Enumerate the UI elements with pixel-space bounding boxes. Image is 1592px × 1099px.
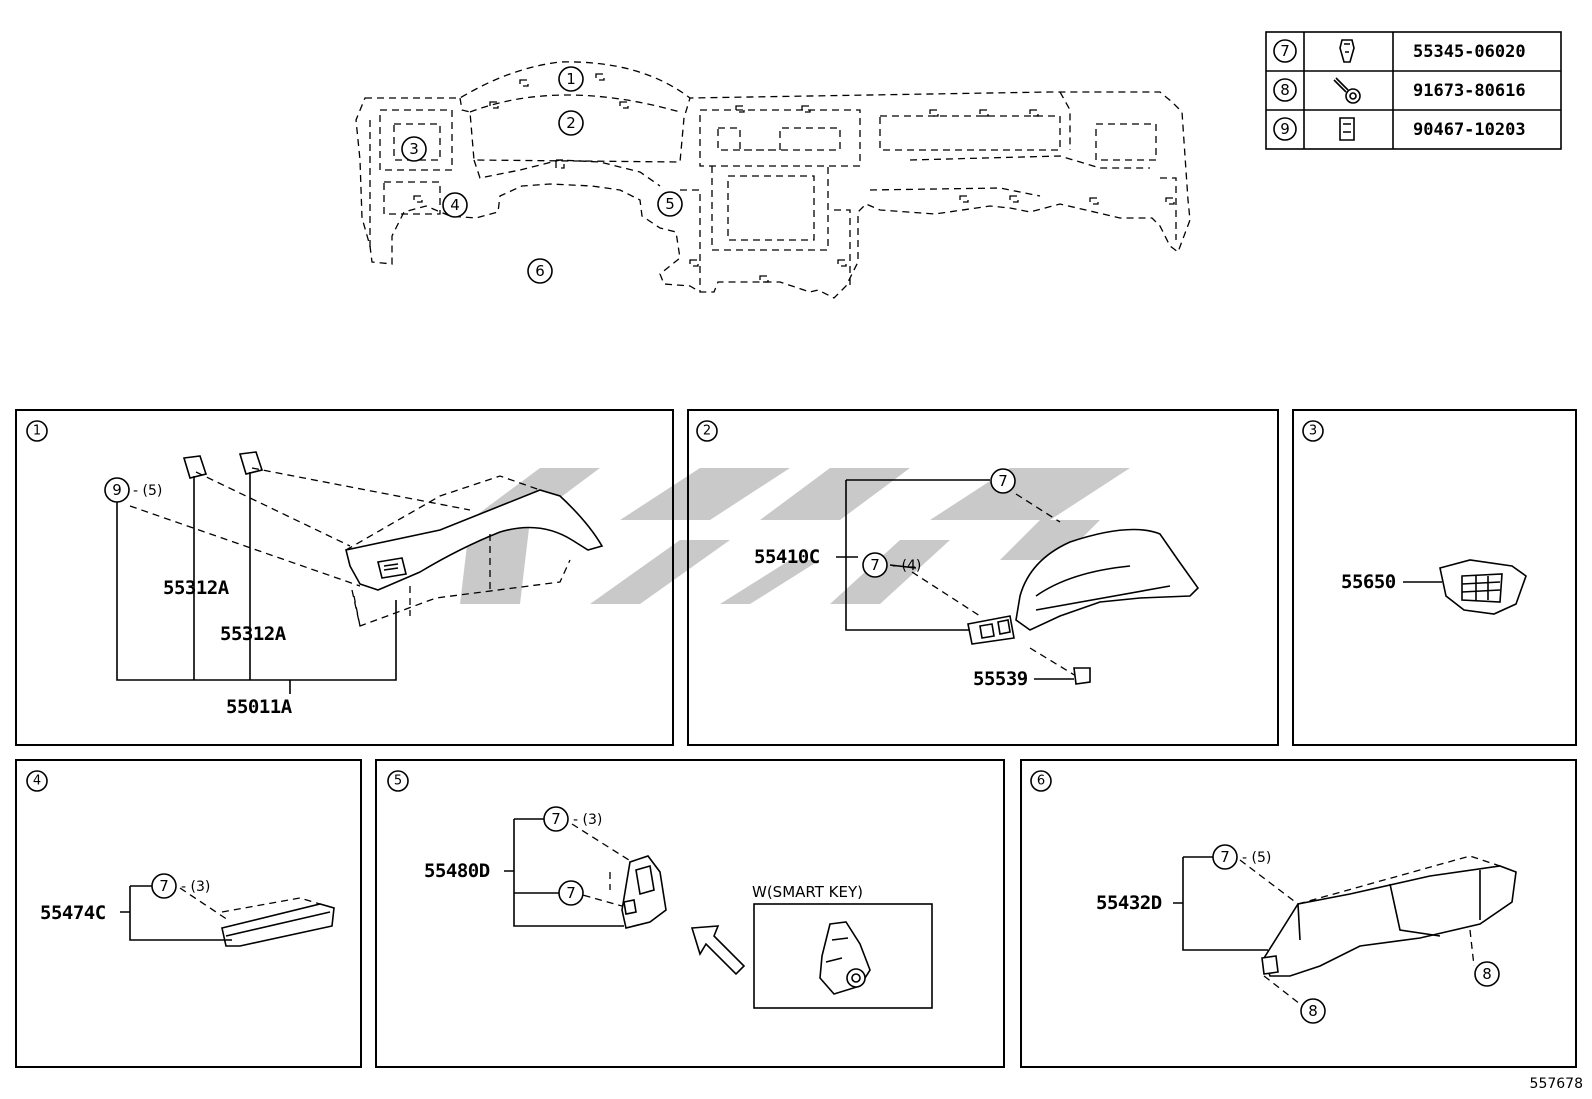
svg-text:6: 6 [1037, 774, 1045, 789]
svg-text:55345-06020: 55345-06020 [1413, 42, 1526, 62]
fastener-table: 7 55345-06020 8 91673-80616 9 [1265, 31, 1562, 150]
svg-text:7: 7 [1280, 42, 1290, 60]
clip-icon [1339, 117, 1355, 141]
callout-8: 8 [1474, 961, 1500, 987]
table-row: 9 90467-10203 [1273, 117, 1526, 141]
table-row: 7 55345-06020 [1273, 39, 1526, 63]
panel-3: 3 55650 [1292, 409, 1577, 746]
svg-text:1: 1 [566, 70, 576, 88]
clip-part [182, 451, 264, 479]
connector-part [1073, 667, 1091, 685]
svg-text:2: 2 [703, 424, 711, 439]
svg-text:8: 8 [1280, 81, 1290, 99]
panel-2: 2 7 7 - (4) 55410C 55539 [687, 409, 1279, 746]
overview-callout-1: 1 [558, 66, 584, 92]
quantity-note: - (3) [573, 812, 602, 828]
part-number-55312a: 55312A [163, 577, 230, 599]
table-row: 8 91673-80616 [1273, 77, 1526, 104]
variant-label: W(SMART KEY) [752, 883, 863, 901]
svg-text:2: 2 [566, 114, 576, 132]
panel-number: 1 [26, 420, 48, 442]
svg-text:8: 8 [1308, 1002, 1318, 1020]
svg-text:91673-80616: 91673-80616 [1413, 81, 1526, 101]
panel-number: 2 [696, 420, 718, 442]
overview-callout-6: 6 [527, 258, 553, 284]
panel-6: 6 7 - (5) 8 8 55432D [1020, 759, 1577, 1068]
svg-text:7: 7 [870, 556, 880, 574]
callout-7: 7 [1212, 844, 1238, 870]
svg-text:1: 1 [33, 424, 41, 439]
variant-box [753, 903, 933, 1009]
drawing-id: 557678 [1530, 1076, 1583, 1092]
svg-text:8: 8 [1482, 965, 1492, 983]
arrow-icon [690, 925, 746, 976]
quantity-note: - (5) [1242, 850, 1271, 866]
svg-text:7: 7 [159, 877, 169, 895]
svg-text:90467-10203: 90467-10203 [1413, 120, 1526, 140]
svg-text:9: 9 [112, 481, 122, 499]
svg-text:7: 7 [998, 472, 1008, 490]
svg-text:7: 7 [551, 810, 561, 828]
side-trim-part [621, 855, 667, 929]
callout-7: 7 [558, 880, 584, 906]
panel-1: 1 9 - (5) 55312A 55312A 55011A [15, 409, 674, 746]
lower-panel-part [1261, 865, 1517, 977]
callout-7: 7 [862, 552, 888, 578]
smart-key-trim-part [819, 921, 871, 995]
meter-hood-part [967, 528, 1200, 645]
svg-text:5: 5 [665, 195, 675, 213]
svg-text:9: 9 [1280, 120, 1290, 138]
part-number-55539: 55539 [973, 668, 1028, 690]
air-vent-part [1439, 559, 1527, 615]
svg-text:3: 3 [409, 140, 419, 158]
screw-icon [1333, 77, 1361, 104]
part-number-55410c: 55410C [754, 546, 820, 568]
callout-9: 9 [104, 477, 130, 503]
part-number-55480d: 55480D [424, 860, 490, 882]
overview-callout-4: 4 [442, 192, 468, 218]
svg-text:4: 4 [33, 774, 41, 789]
callout-8: 8 [1300, 998, 1326, 1024]
quantity-note: - (3) [181, 879, 210, 895]
panel-number: 5 [387, 770, 409, 792]
part-number-55432d: 55432D [1096, 892, 1162, 914]
panel-5: 5 7 - (3) 7 55480D W(SMART KEY) [375, 759, 1005, 1068]
svg-text:6: 6 [535, 262, 545, 280]
quantity-note: - (5) [133, 483, 162, 499]
svg-text:7: 7 [566, 884, 576, 902]
panel-number: 4 [26, 770, 48, 792]
overview-callout-3: 3 [401, 136, 427, 162]
quantity-note: - (4) [892, 558, 921, 574]
svg-text:5: 5 [394, 774, 402, 789]
instrument-panel-overview: 1 2 3 4 5 6 [355, 61, 1191, 299]
part-number-55650: 55650 [1341, 571, 1396, 593]
clip-icon [1339, 39, 1355, 63]
panel-number: 6 [1030, 770, 1052, 792]
overview-callout-5: 5 [657, 191, 683, 217]
svg-text:7: 7 [1220, 848, 1230, 866]
panel-4: 4 7 - (3) 55474C [15, 759, 362, 1068]
svg-text:4: 4 [450, 196, 460, 214]
lower-trim-part [221, 903, 335, 947]
part-number-55474c: 55474C [40, 902, 106, 924]
callout-7: 7 [543, 806, 569, 832]
callout-7: 7 [990, 468, 1016, 494]
callout-7: 7 [151, 873, 177, 899]
overview-callout-2: 2 [558, 110, 584, 136]
part-number-55011a: 55011A [226, 696, 293, 718]
panel-number: 3 [1302, 420, 1324, 442]
dash-top-panel-part [345, 475, 604, 627]
part-number-55312a-2: 55312A [220, 623, 287, 645]
svg-text:3: 3 [1309, 424, 1317, 439]
